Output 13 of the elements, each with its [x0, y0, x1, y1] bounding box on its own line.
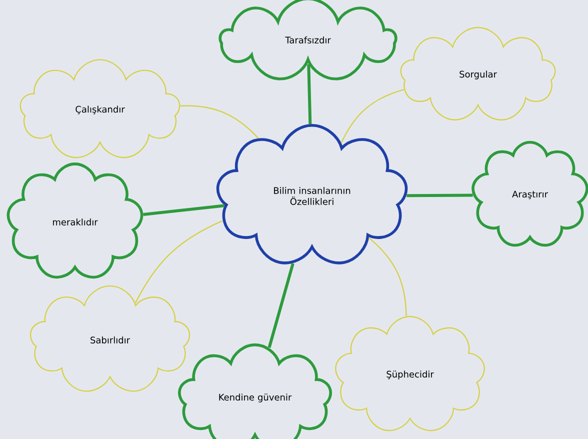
- cloud-bubble: meraklıdır: [6, 162, 144, 279]
- cloud-bubble: Bilim insanlarının Özellikleri: [216, 124, 408, 264]
- cloud-bubble: Sabırlıdır: [30, 285, 190, 392]
- connector-line: [143, 204, 225, 216]
- cloud-bubble: Çalışkandır: [20, 59, 180, 158]
- cloud-bubble: Araştırır: [472, 140, 588, 247]
- connector-line: [406, 194, 473, 198]
- connector-line: [180, 105, 259, 139]
- connector-line: [268, 263, 294, 348]
- cloud-bubble: Şüphecidir: [335, 316, 485, 432]
- cloud-bubble: Sorgular: [400, 26, 556, 120]
- cloud-bubble: Kendine güvenir: [178, 343, 332, 439]
- cloud-bubble: Tarafsızdır: [218, 0, 398, 80]
